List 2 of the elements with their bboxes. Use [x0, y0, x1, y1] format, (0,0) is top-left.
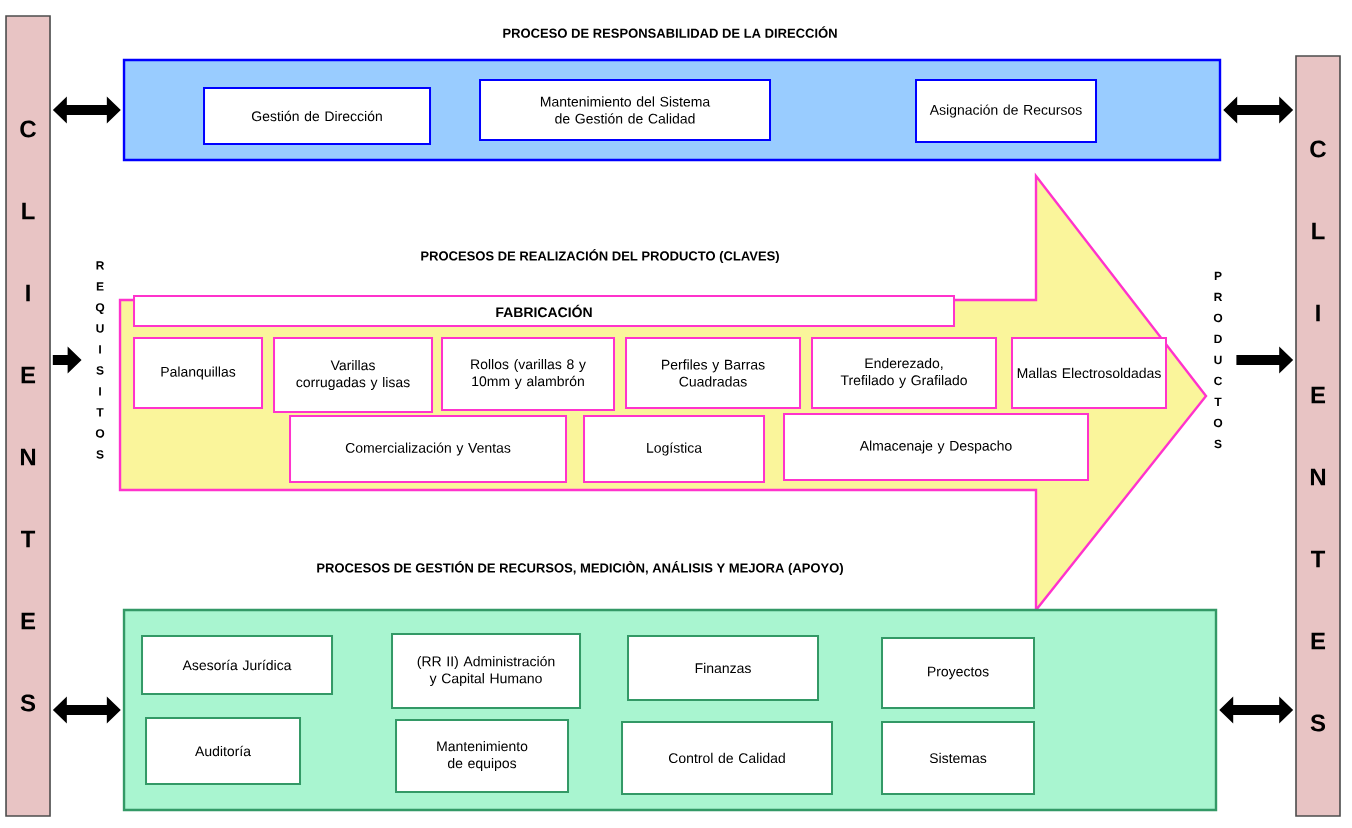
clients-bar: CLIENTES: [1295, 55, 1341, 817]
clients-bar: CLIENTES: [5, 15, 51, 817]
